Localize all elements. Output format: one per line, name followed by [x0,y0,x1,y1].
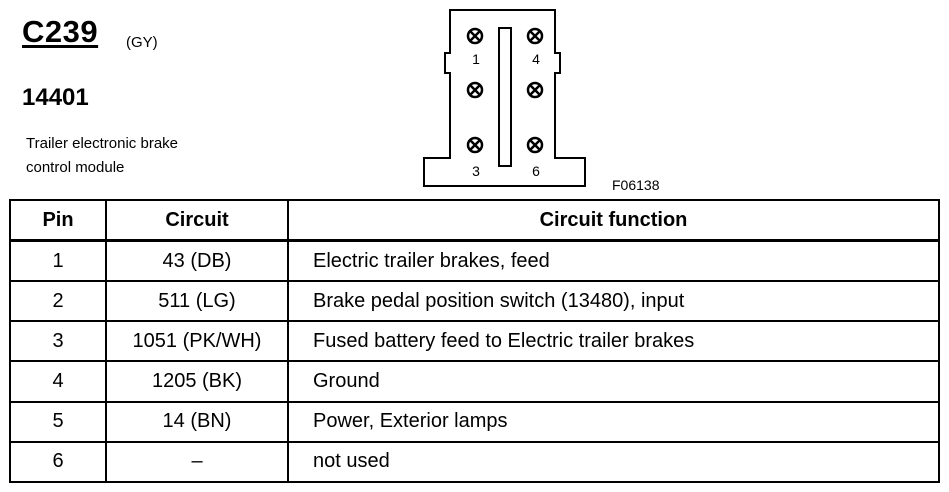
table-row: 3 1051 (PK/WH) Fused battery feed to Ele… [9,320,940,363]
table-row: 6 – not used [9,440,940,484]
connector-outline [423,9,586,187]
pin-label-1: 1 [472,51,480,67]
cell-circuit: 511 (LG) [105,280,289,323]
pinout-table: Pin Circuit Circuit function 1 43 (DB) E… [9,199,940,484]
cell-pin: 5 [9,400,107,443]
table-row: 5 14 (BN) Power, Exterior lamps [9,400,940,443]
connector-id: C239 [22,14,99,49]
pin-terminal-1 [466,27,484,45]
pin-label-3: 3 [472,163,480,179]
table-header-row: Pin Circuit Circuit function [9,199,940,242]
cell-circuit-function: not used [287,440,940,484]
cell-circuit: 14 (BN) [105,400,289,443]
part-number: 14401 [22,84,89,111]
pin-terminal-4 [526,27,544,45]
connector-center-key [498,27,512,167]
module-description-line1: Trailer electronic brake [26,135,178,152]
cell-circuit-function: Fused battery feed to Electric trailer b… [287,320,940,363]
table-row: 1 43 (DB) Electric trailer brakes, feed [9,239,940,283]
module-description: Trailer electronic brake control module [26,132,246,180]
cell-circuit-function: Electric trailer brakes, feed [287,239,940,283]
cell-circuit-function: Brake pedal position switch (13480), inp… [287,280,940,323]
header-pin: Pin [9,199,107,242]
cell-pin: 6 [9,440,107,484]
cell-circuit-function: Power, Exterior lamps [287,400,940,443]
connector-diagram: 1 4 3 6 [423,9,586,187]
cell-circuit: 1205 (BK) [105,360,289,403]
pin-terminal-2 [466,81,484,99]
pin-terminal-6 [526,136,544,154]
cell-pin: 2 [9,280,107,323]
pin-label-4: 4 [532,51,540,67]
cell-circuit: – [105,440,289,484]
header-circuit: Circuit [105,199,289,242]
cell-pin: 4 [9,360,107,403]
cell-circuit: 43 (DB) [105,239,289,283]
cell-circuit: 1051 (PK/WH) [105,320,289,363]
header-circuit-function: Circuit function [287,199,940,242]
module-description-line2: control module [26,159,125,176]
pin-terminal-3 [466,136,484,154]
table-row: 4 1205 (BK) Ground [9,360,940,403]
cell-circuit-function: Ground [287,360,940,403]
cell-pin: 3 [9,320,107,363]
figure-id: F06138 [612,177,660,193]
cell-pin: 1 [9,239,107,283]
pin-label-6: 6 [532,163,540,179]
color-code: (GY) [126,34,158,51]
pin-terminal-5 [526,81,544,99]
table-row: 2 511 (LG) Brake pedal position switch (… [9,280,940,323]
